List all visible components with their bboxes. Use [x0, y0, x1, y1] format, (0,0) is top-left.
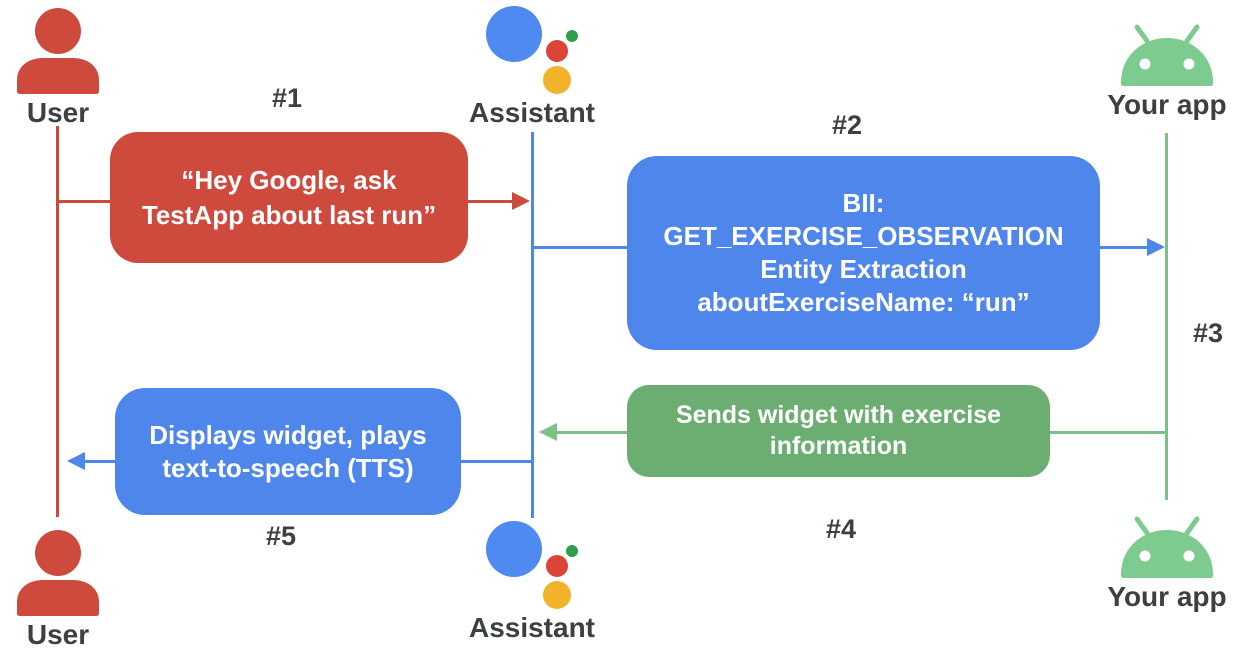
app-bottom-label: Your app — [1107, 581, 1227, 612]
bii-box: BII: GET_EXERCISE_OBSERVATION Entity Ext… — [627, 156, 1100, 350]
assistant-icon — [486, 521, 578, 609]
user-query-box: “Hey Google, ask TestApp about last run” — [110, 132, 468, 263]
step2-arrowhead-icon — [1147, 238, 1165, 256]
tts-box: Displays widget, plays text-to-speech (T… — [115, 388, 461, 515]
step1-arrowhead-icon — [512, 192, 530, 210]
app-lifeline — [1165, 133, 1168, 500]
step4-label: #4 — [825, 514, 857, 544]
widget-box: Sends widget with exercise information — [627, 385, 1050, 477]
step5-label: #5 — [265, 521, 297, 551]
actor-assistant-top: Assistant — [467, 6, 597, 128]
step1-label: #1 — [271, 83, 303, 113]
actor-app-top: Your app — [1105, 24, 1229, 120]
app-top-label: Your app — [1107, 89, 1227, 120]
actor-assistant-bottom: Assistant — [467, 521, 597, 643]
assistant-lifeline — [531, 132, 534, 518]
assistant-top-label: Assistant — [468, 97, 596, 128]
user-icon — [17, 8, 99, 94]
step4-arrowhead-icon — [539, 423, 557, 441]
user-icon — [17, 530, 99, 616]
step1-line-right — [468, 200, 512, 203]
step5-line-right — [461, 460, 532, 463]
step3-label: #3 — [1192, 318, 1224, 348]
step2-line-right — [1100, 246, 1147, 249]
step2-label: #2 — [831, 110, 863, 140]
android-icon — [1121, 24, 1213, 86]
assistant-icon — [486, 6, 578, 94]
step5-line-left — [85, 460, 115, 463]
user-lifeline — [56, 126, 59, 517]
user-top-label: User — [26, 97, 90, 128]
actor-user-top: User — [8, 8, 108, 128]
actor-user-bottom: User — [8, 530, 108, 650]
step4-line-left — [557, 431, 627, 434]
actor-app-bottom: Your app — [1105, 516, 1229, 612]
android-icon — [1121, 516, 1213, 578]
step4-line-right — [1050, 431, 1166, 434]
step5-arrowhead-icon — [67, 452, 85, 470]
step1-line-left — [58, 200, 110, 203]
assistant-bottom-label: Assistant — [468, 612, 596, 643]
step2-line-left — [534, 246, 627, 249]
user-bottom-label: User — [26, 619, 90, 650]
